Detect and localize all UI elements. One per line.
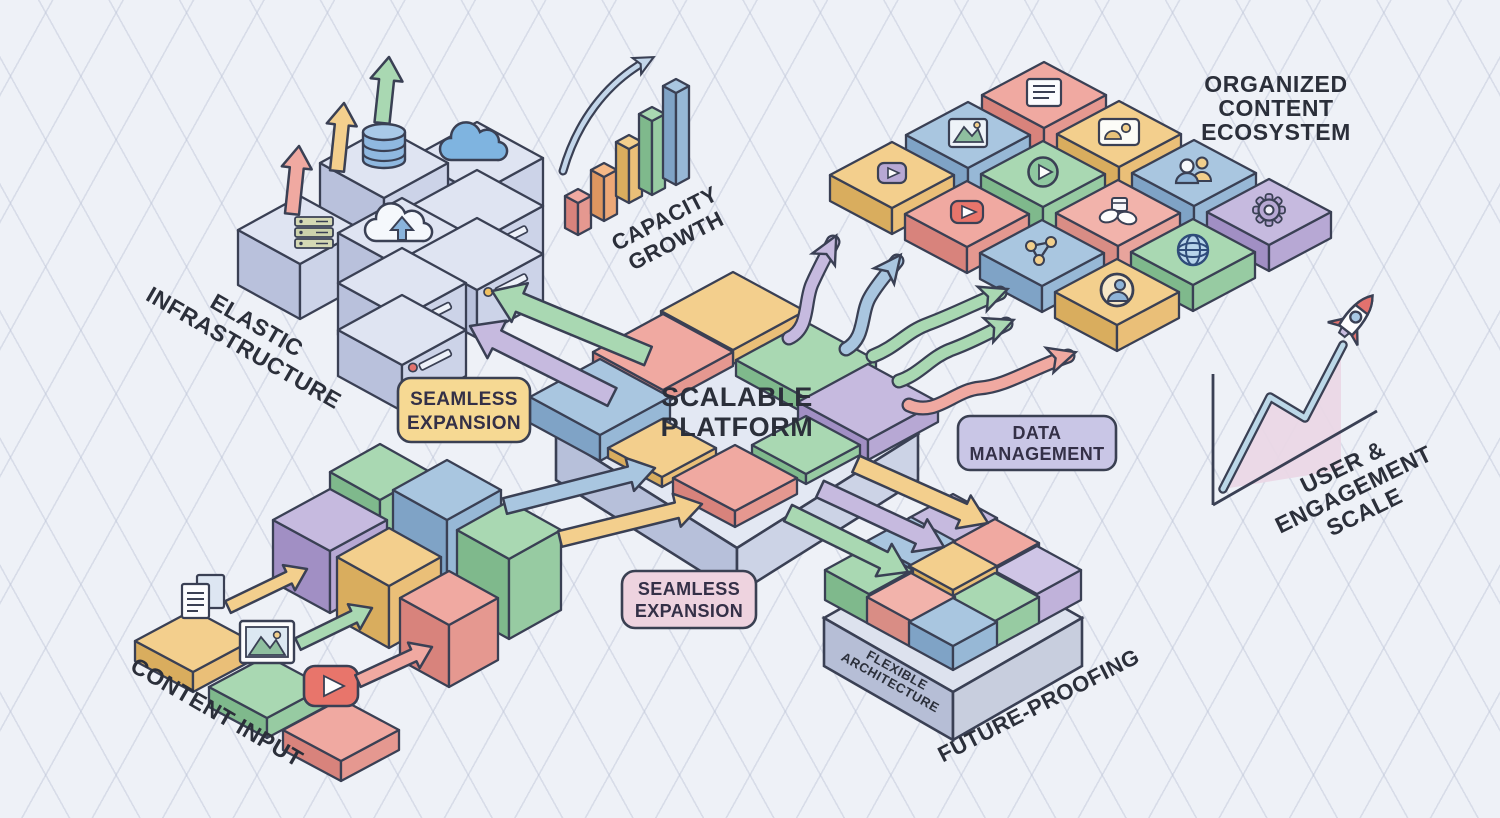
server-status-light	[407, 362, 418, 373]
gear-icon	[1251, 192, 1287, 228]
wavy-arrow	[893, 318, 1012, 387]
badge-seamless-expansion-bottom: SEAMLESS EXPANSION	[620, 569, 758, 630]
flow-arrow	[782, 503, 910, 578]
wavy-arrows	[781, 228, 1081, 416]
badge-line: SEAMLESS	[410, 389, 518, 410]
label-line: CONTENT	[1218, 95, 1333, 121]
label-line: SCALABLE	[661, 382, 813, 412]
flow-arrow	[293, 602, 374, 652]
play-red-icon	[949, 199, 985, 225]
capacity-growth-arrow	[558, 48, 659, 176]
straight-arrows	[223, 55, 990, 689]
label-line: PLATFORM	[661, 412, 814, 442]
badge-line: SEAMLESS	[638, 579, 740, 599]
flow-arrow	[223, 563, 309, 615]
engagement-area	[1223, 348, 1341, 489]
input-tile-documents	[133, 608, 253, 694]
server-unit	[236, 194, 364, 321]
play-purple-icon	[876, 161, 908, 185]
future-block	[907, 596, 999, 672]
capacity-bar	[661, 77, 691, 187]
content-ecosystem-grid	[828, 60, 1333, 353]
organized-content-ecosystem-label: ORGANIZED CONTENT ECOSYSTEM	[1201, 71, 1351, 145]
capacity-growth-chart	[563, 77, 691, 237]
platform-tile	[671, 443, 799, 529]
ecosystem-tile-user-circle	[1053, 257, 1181, 353]
user-circle-icon	[1099, 272, 1135, 308]
engagement-line	[1220, 342, 1346, 492]
flow-arrow	[851, 454, 990, 530]
flow-arrow	[354, 641, 434, 689]
document-icon	[1025, 77, 1063, 108]
wavy-arrow	[867, 287, 1006, 362]
flow-arrow	[490, 281, 654, 367]
future-base-right	[951, 615, 1084, 743]
user-engagement-chart	[1211, 282, 1389, 507]
documents-icon	[180, 573, 226, 620]
platform-tile	[750, 414, 862, 486]
wavy-arrow	[903, 350, 1074, 414]
future-blocks	[823, 492, 1083, 672]
photo-icon	[238, 619, 296, 665]
future-proofing-platform: FLEXIBLE ARCHITECTURE	[821, 492, 1085, 743]
image-icon	[947, 117, 989, 149]
flow-arrow	[556, 492, 704, 549]
badge-line: EXPANSION	[635, 601, 743, 621]
flow-arrow	[814, 479, 946, 554]
id-card-icon	[1097, 117, 1141, 147]
flow-arrow	[501, 456, 657, 516]
label-line: ORGANIZED	[1204, 71, 1347, 97]
flow-arrow	[325, 101, 358, 173]
play-circle-icon	[1027, 156, 1059, 188]
badge-seamless-expansion-left: SEAMLESS EXPANSION	[396, 376, 532, 444]
badge-line: DATA	[1013, 423, 1062, 443]
flow-arrow	[369, 55, 404, 126]
flow-arrow	[280, 144, 313, 216]
cloud-icon	[438, 121, 509, 162]
capacity-bar	[563, 187, 593, 237]
flow-arrow	[468, 319, 618, 408]
rocket-icon	[1325, 282, 1389, 348]
ecosystem-tile-play-purple	[828, 140, 956, 236]
content-cube	[398, 569, 500, 689]
input-tile-video-play	[281, 697, 401, 783]
badge-line: EXPANSION	[407, 413, 521, 434]
badge-line: MANAGEMENT	[970, 444, 1105, 464]
capacity-bar	[637, 105, 667, 197]
badge-data-management: DATA MANAGEMENT	[956, 414, 1118, 472]
content-input-cluster	[133, 442, 563, 783]
engagement-axes	[1211, 374, 1378, 507]
globe-icon	[1176, 233, 1210, 267]
capacity-bar	[589, 161, 619, 223]
server-slot	[418, 348, 453, 371]
server-rack-icon	[294, 216, 334, 249]
video-play-icon	[302, 664, 360, 708]
label-line: ECOSYSTEM	[1201, 119, 1351, 145]
database-icon	[361, 122, 407, 170]
scalable-platform-label: SCALABLE PLATFORM	[661, 382, 814, 442]
elastic-infrastructure-cluster	[236, 120, 545, 413]
